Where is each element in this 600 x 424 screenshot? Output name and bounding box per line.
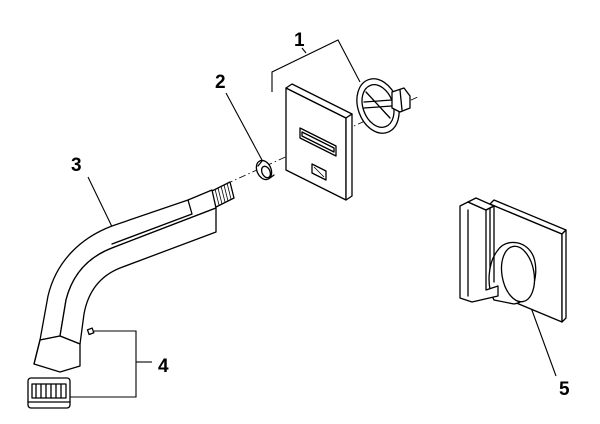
connector-nut: [255, 159, 275, 181]
callout-5-label: 5: [559, 379, 570, 400]
aerator-insert-body: [27, 377, 71, 409]
mounting-ring-bar-top: [363, 99, 393, 103]
spout: [33, 181, 235, 373]
callout-3-label: 3: [71, 155, 82, 176]
callout-2-label: 2: [215, 72, 226, 93]
spout-outlet: [33, 335, 81, 373]
mixer-lever-edge: [485, 205, 495, 211]
mixer-knob-face: [500, 245, 536, 303]
callout-1-label: 1: [294, 30, 305, 51]
aerator-insert-grid: [31, 383, 67, 399]
leader-1: [271, 39, 361, 92]
callout-4-label: 4: [158, 356, 169, 377]
leader-4: [66, 330, 137, 398]
spout-edge-detail: [111, 199, 193, 245]
set-screw: [86, 327, 95, 336]
aerator-insert-slots: [35, 383, 62, 399]
connector-nut-edges: [257, 160, 275, 179]
leader-1-stub: [301, 47, 307, 54]
connector-nut-outer: [255, 159, 273, 181]
cover-plate-logo: [311, 163, 327, 181]
mixer-backplate-side: [561, 229, 567, 323]
aerator-insert: [27, 377, 71, 409]
mounting-ring-clip-line: [399, 89, 403, 111]
mounting-ring-bar-bottom: [363, 105, 393, 109]
leader-2: [225, 92, 263, 161]
set-screw-body: [86, 327, 95, 336]
mounting-ring-detail: [365, 91, 391, 119]
connector-nut-inner: [260, 165, 272, 179]
cover-plate-side-edge: [345, 113, 353, 201]
cover-plate-slot: [299, 127, 337, 157]
cover-plate: [285, 83, 353, 201]
mixer-handle-assembly: [459, 197, 567, 323]
cover-plate-face: [285, 87, 347, 201]
cover-plate-slot-inner: [301, 131, 335, 153]
spout-outlet-edge: [33, 339, 41, 365]
mounting-ring: [356, 78, 411, 134]
cover-plate-logo-mark: [313, 166, 325, 178]
leader-3: [87, 176, 117, 236]
